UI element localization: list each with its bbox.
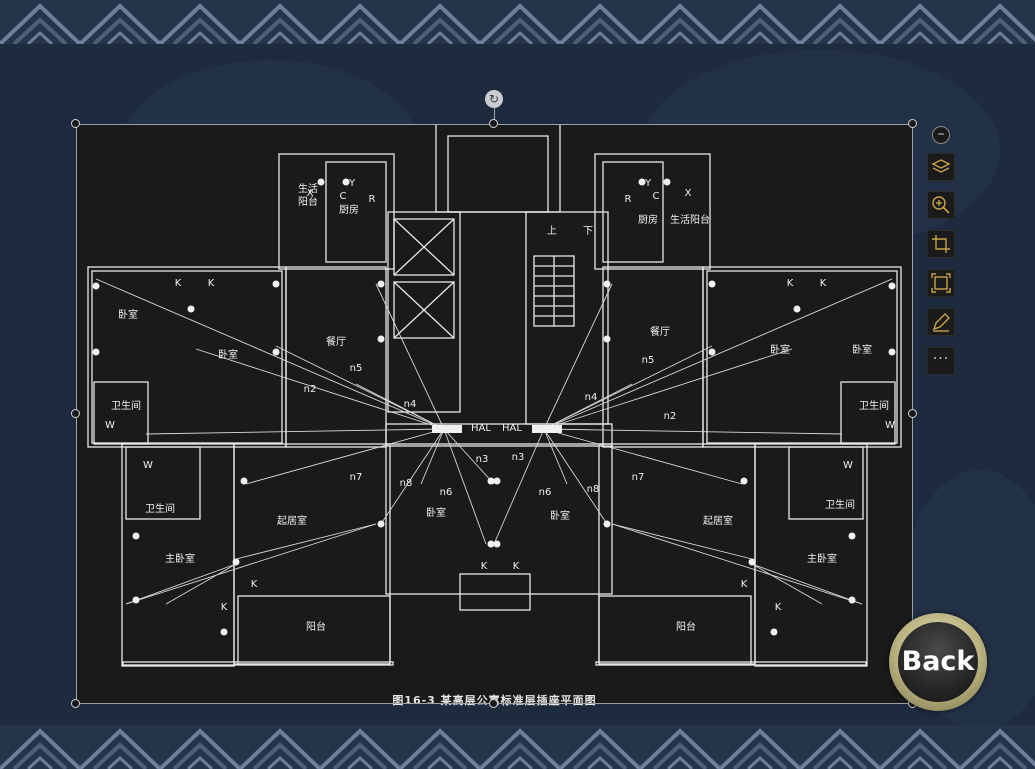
circuit-label: n2 <box>304 384 317 395</box>
rotate-handle-icon[interactable]: ↻ <box>485 90 503 108</box>
back-button[interactable]: Back <box>889 613 987 711</box>
room-label-bathroom: 卫生间 <box>111 399 141 412</box>
floor-plan-image[interactable] <box>76 124 913 704</box>
room-label-living: 起居室 <box>703 514 733 527</box>
fit-screen-button[interactable] <box>927 269 955 297</box>
room-label-kitchen-right: 厨房 <box>638 213 658 226</box>
edit-button[interactable] <box>927 308 955 336</box>
socket-tag: X <box>685 188 692 199</box>
socket-tag: K <box>775 602 782 613</box>
circuit-label: n3 <box>512 452 525 463</box>
circuit-label: n4 <box>585 392 598 403</box>
room-label-bedroom: 卧室 <box>770 343 790 356</box>
socket-tag: Y <box>348 178 356 189</box>
circuit-label: n4 <box>404 399 417 410</box>
circuit-label: n2 <box>664 411 677 422</box>
socket-tag: R <box>625 194 632 205</box>
socket-tag: W <box>843 460 853 471</box>
room-label-bedroom: 卧室 <box>550 509 570 522</box>
circuit-label: n7 <box>632 472 645 483</box>
rotate-handle-stem <box>494 105 495 124</box>
socket-tag: C <box>653 191 660 202</box>
edit-icon <box>932 313 950 332</box>
room-label-bedroom: 卧室 <box>426 506 446 519</box>
hal-label: HAL <box>471 423 491 434</box>
fit-screen-icon <box>931 273 951 293</box>
socket-tag: C <box>340 191 347 202</box>
circuit-label: n6 <box>539 487 552 498</box>
socket-tag: K <box>513 561 520 572</box>
resize-handle-bottom-left[interactable] <box>71 699 80 708</box>
resize-handle-top[interactable] <box>489 119 498 128</box>
crop-button[interactable] <box>927 230 955 258</box>
circuit-label: n5 <box>350 363 363 374</box>
resize-handle-top-left[interactable] <box>71 119 80 128</box>
room-label-balcony: 阳台 <box>676 620 696 633</box>
socket-tag: K <box>820 278 827 289</box>
ornament-pattern-bottom <box>0 725 1035 769</box>
room-label-master-bedroom: 主卧室 <box>807 552 837 565</box>
room-label-kitchen-left: 厨房 <box>339 203 359 216</box>
layers-icon <box>931 159 951 173</box>
floor-plan-drawing: 生活阳台 厨房 厨房 生活阳台 卧室 卧室 餐厅 卫生间 卫生间 起居室 卧室 … <box>87 124 902 667</box>
zoom-in-icon <box>932 196 950 214</box>
socket-tag: R <box>369 194 376 205</box>
zoom-in-button[interactable] <box>927 191 955 219</box>
circuit-label: n8 <box>400 478 413 489</box>
resize-handle-top-right[interactable] <box>908 119 917 128</box>
room-label-bathroom: 卫生间 <box>859 399 889 412</box>
room-label-bathroom: 卫生间 <box>825 498 855 511</box>
socket-tag: K <box>208 278 215 289</box>
room-label-balcony: 阳台 <box>306 620 326 633</box>
circuit-label: n5 <box>642 355 655 366</box>
room-label-bedroom: 卧室 <box>852 343 872 356</box>
room-label-balcony-life-right: 生活阳台 <box>670 213 710 226</box>
room-label-dining: 餐厅 <box>650 325 670 338</box>
circuit-label: n8 <box>587 484 600 495</box>
resize-handle-bottom[interactable] <box>489 699 498 708</box>
room-label-balcony-life-left: 生活阳台 <box>298 182 318 208</box>
socket-tag: K <box>787 278 794 289</box>
hal-label: HAL <box>502 423 522 434</box>
room-label-dining: 餐厅 <box>326 335 346 348</box>
layers-button[interactable] <box>927 153 955 181</box>
room-label-bathroom: 卫生间 <box>145 502 175 515</box>
resize-handle-left[interactable] <box>71 409 80 418</box>
more-icon[interactable]: ··· <box>927 347 955 375</box>
circuit-label: n3 <box>476 454 489 465</box>
circuit-label: n6 <box>440 487 453 498</box>
crop-icon <box>932 235 950 253</box>
socket-tag: W <box>885 420 895 431</box>
socket-tag: W <box>105 420 115 431</box>
stair-label-down: 下 <box>583 226 593 237</box>
socket-tag: K <box>175 278 182 289</box>
room-label-master-bedroom: 主卧室 <box>165 552 195 565</box>
socket-tag: Y <box>644 178 652 189</box>
decorative-bottom-border <box>0 725 1035 769</box>
socket-tag: W <box>143 460 153 471</box>
ornament-pattern-top <box>0 0 1035 44</box>
room-label-bedroom: 卧室 <box>118 308 138 321</box>
back-button-label: Back <box>898 622 978 702</box>
room-label-bedroom: 卧室 <box>218 348 238 361</box>
socket-tag: K <box>481 561 488 572</box>
resize-handle-right[interactable] <box>908 409 917 418</box>
socket-tag: K <box>221 602 228 613</box>
zoom-out-icon[interactable]: – <box>932 126 950 144</box>
decorative-top-border <box>0 0 1035 44</box>
socket-tag: X <box>307 188 314 199</box>
circuit-label: n7 <box>350 472 363 483</box>
room-label-living: 起居室 <box>277 514 307 527</box>
socket-tag: K <box>251 579 258 590</box>
socket-tag: K <box>741 579 748 590</box>
stair-label-up: 上 <box>547 225 557 237</box>
